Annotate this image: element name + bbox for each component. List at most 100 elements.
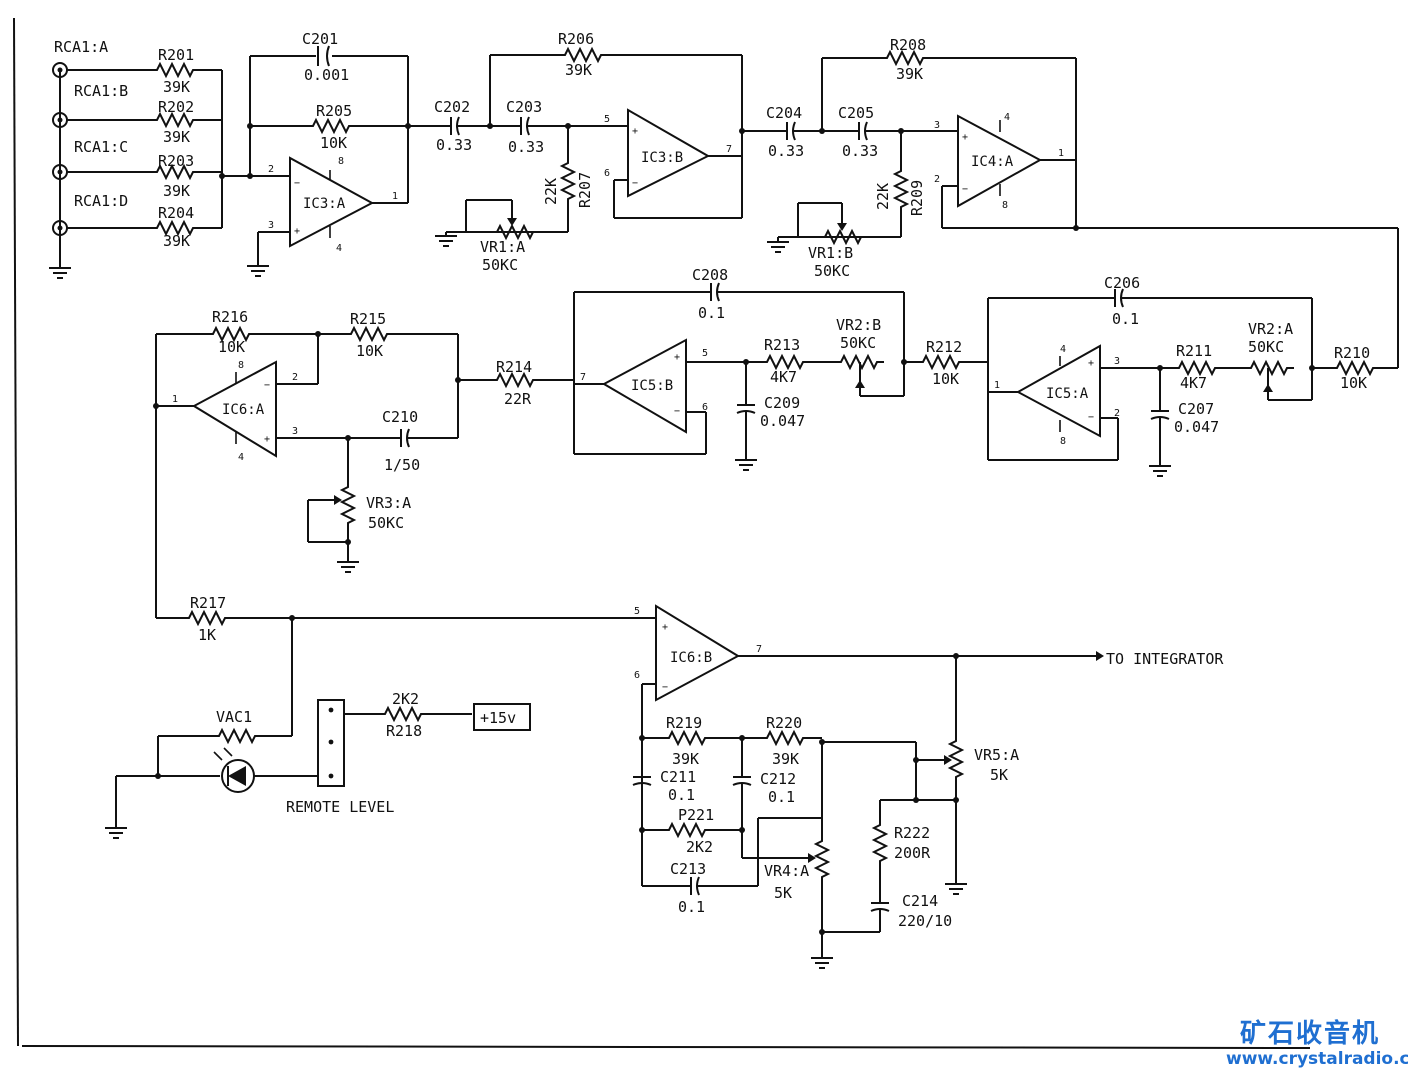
svg-text:+: + xyxy=(962,132,968,143)
r214-val: 22R xyxy=(504,390,532,408)
r201-ref: R201 xyxy=(158,46,194,64)
site-watermark: 矿石收音机 www.crystalradio.cn xyxy=(1226,1018,1408,1069)
svg-text:+: + xyxy=(632,126,638,137)
vr2a-ref: VR2:A xyxy=(1248,320,1293,338)
c213-val: 0.1 xyxy=(678,898,705,916)
svg-text:−: − xyxy=(294,178,300,189)
ic6b-pin6: 6 xyxy=(634,670,640,681)
r203-ref: R203 xyxy=(158,152,194,170)
ic6a-pin2: 2 xyxy=(292,372,298,383)
ic3b-label: IC3:B xyxy=(641,150,683,166)
c203-ref: C203 xyxy=(506,98,542,116)
ic6a-stage: IC6:A −+ 2 3 8 4 1 R214 22R R215 10K R21… xyxy=(153,308,574,618)
ic5b-stage: IC5:B +− 5 6 7 C208 0.1 C209 0.047 R212 … xyxy=(573,266,988,471)
ic5a-label: IC5:A xyxy=(1046,386,1089,402)
r201-val: 39K xyxy=(163,78,190,96)
c207-val: 0.047 xyxy=(1174,418,1219,436)
r216-ref: R216 xyxy=(212,308,248,326)
ic6a-pin1: 1 xyxy=(172,394,178,405)
r220-val: 39K xyxy=(772,750,799,768)
c205-ref: C205 xyxy=(838,104,874,122)
remote-level-label: REMOTE LEVEL xyxy=(286,798,394,816)
vr1b-ref: VR1:B xyxy=(808,244,853,262)
c208-val: 0.1 xyxy=(698,304,725,322)
r212-val: 10K xyxy=(932,370,959,388)
vr1a-ref: VR1:A xyxy=(480,238,525,256)
c209-val: 0.047 xyxy=(760,412,805,430)
r204-val: 39K xyxy=(163,232,190,250)
ic3a-pin8: 8 xyxy=(338,156,344,167)
input-d-label: RCA1:D xyxy=(74,192,128,210)
svg-text:−: − xyxy=(962,184,968,195)
ic5a-stage: IC5:A +− 3 2 4 8 1 C206 0.1 C207 0.047 R… xyxy=(987,274,1398,477)
r210-val: 10K xyxy=(1340,374,1367,392)
ic6b-stage: +15v VAC1 REMOTE LEVEL 2K2 R218 R217 1K … xyxy=(104,594,1224,969)
r222-ref: R222 xyxy=(894,824,930,842)
r218-val: 2K2 xyxy=(392,690,419,708)
vr1b-val: 50KC xyxy=(814,262,850,280)
r214-ref: R214 xyxy=(496,358,532,376)
c214-val: 220/10 xyxy=(898,912,952,930)
supply-label: +15v xyxy=(480,709,516,727)
ic3b-pin6: 6 xyxy=(604,168,610,179)
sheet-border xyxy=(13,17,1311,1049)
r208-ref: R208 xyxy=(890,36,926,54)
r209-val: 22K xyxy=(874,183,892,210)
vr1a-val: 50KC xyxy=(482,256,518,274)
c212-val: 0.1 xyxy=(768,788,795,806)
vr4a-ref: VR4:A xyxy=(764,862,809,880)
r212-ref: R212 xyxy=(926,338,962,356)
r215-ref: R215 xyxy=(350,310,386,328)
r219-val: 39K xyxy=(672,750,699,768)
vr2a-val: 50KC xyxy=(1248,338,1284,356)
vac1-label: VAC1 xyxy=(216,708,252,726)
svg-text:−: − xyxy=(1088,412,1094,423)
ic4a-label: IC4:A xyxy=(971,154,1014,170)
c204-val: 0.33 xyxy=(768,142,804,160)
ic6b-label: IC6:B xyxy=(670,650,712,666)
ic6b-pin7: 7 xyxy=(756,644,762,655)
ic5b-label: IC5:B xyxy=(631,378,673,394)
r215-val: 10K xyxy=(356,342,383,360)
output-label: TO INTEGRATOR xyxy=(1106,650,1224,668)
r203-val: 39K xyxy=(163,182,190,200)
c207-ref: C207 xyxy=(1178,400,1214,418)
r219-ref: R219 xyxy=(666,714,702,732)
ic3a-pin1: 1 xyxy=(392,191,398,202)
r209-ref: R209 xyxy=(908,180,926,216)
r207-val: 22K xyxy=(542,178,560,205)
c210-ref: C210 xyxy=(382,408,418,426)
svg-text:+: + xyxy=(294,226,300,237)
c212-ref: C212 xyxy=(760,770,796,788)
c204-ref: C204 xyxy=(766,104,802,122)
ic6a-pin4: 4 xyxy=(238,452,244,463)
r213-ref: R213 xyxy=(764,336,800,354)
c206-ref: C206 xyxy=(1104,274,1140,292)
ic5a-pin1: 1 xyxy=(994,380,1000,391)
ic3b-pin7: 7 xyxy=(726,144,732,155)
c203-val: 0.33 xyxy=(508,138,544,156)
c209-ref: C209 xyxy=(764,394,800,412)
ic5b-pin6: 6 xyxy=(702,402,708,413)
r206-val: 39K xyxy=(565,61,592,79)
r204-ref: R204 xyxy=(158,204,194,222)
r205-ref: R205 xyxy=(316,102,352,120)
vr3a-ref: VR3:A xyxy=(366,494,411,512)
r222-val: 200R xyxy=(894,844,931,862)
watermark-title: 矿石收音机 xyxy=(1240,1018,1380,1049)
ic5a-pin3: 3 xyxy=(1114,356,1120,367)
vr4a-val: 5K xyxy=(774,884,792,902)
ic3a-label: IC3:A xyxy=(303,196,346,212)
p221-ref: P221 xyxy=(678,806,714,824)
ic4a-pin3: 3 xyxy=(934,120,940,131)
r211-ref: R211 xyxy=(1176,342,1212,360)
ic5a-pin2: 2 xyxy=(1114,408,1120,419)
ic3b-pin5: 5 xyxy=(604,114,610,125)
vr5a-val: 5K xyxy=(990,766,1008,784)
r207-ref: R207 xyxy=(576,172,594,208)
c211-ref: C211 xyxy=(660,768,696,786)
c202-val: 0.33 xyxy=(436,136,472,154)
r210-ref: R210 xyxy=(1334,344,1370,362)
ic4a-pin4: 4 xyxy=(1004,112,1010,123)
svg-text:+: + xyxy=(1088,358,1094,369)
